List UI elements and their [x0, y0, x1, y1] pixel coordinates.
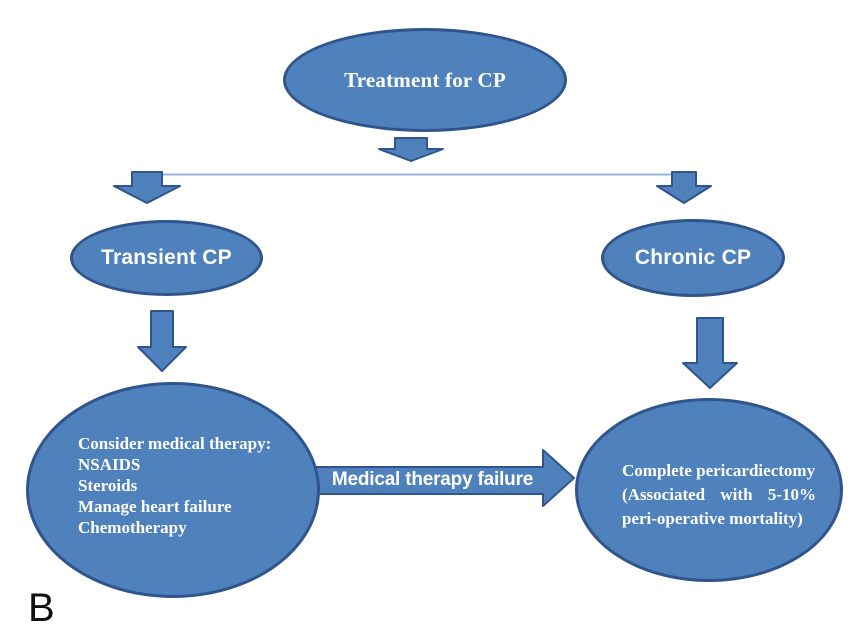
node-medical-therapy-text: Consider medical therapy: NSAIDS Steroid…: [78, 433, 271, 538]
node-treatment-for-cp: Treatment for CP: [283, 28, 567, 132]
medical-therapy-line: Chemotherapy: [78, 518, 187, 537]
pericardiectomy-line: (Associated with 5-10%: [622, 485, 816, 504]
down-arrow-right-branch-icon: [656, 171, 712, 204]
node-pericardiectomy: Complete pericardiectomy (Associated wit…: [575, 398, 843, 582]
medical-therapy-line: Steroids: [78, 476, 138, 495]
node-treatment-for-cp-label: Treatment for CP: [344, 67, 506, 92]
node-medical-therapy: Consider medical therapy: NSAIDS Steroid…: [26, 382, 320, 598]
medical-therapy-line: NSAIDS: [78, 455, 141, 474]
node-pericardiectomy-text: Complete pericardiectomy (Associated wit…: [622, 459, 816, 531]
down-arrow-root-icon: [378, 137, 444, 162]
medical-therapy-line: Manage heart failure: [78, 497, 232, 516]
node-transient-cp: Transient CP: [70, 220, 263, 296]
down-arrow-left-branch-icon: [113, 171, 181, 204]
failure-arrow-label: Medical therapy failure: [331, 469, 534, 490]
node-transient-cp-label: Transient CP: [101, 246, 232, 269]
down-arrow-transient-icon: [137, 310, 187, 372]
failure-arrow-icon: [299, 449, 575, 507]
pericardiectomy-line: Complete pericardiectomy: [622, 461, 816, 480]
node-chronic-cp: Chronic CP: [601, 219, 785, 297]
figure-panel-label: B: [28, 586, 55, 630]
medical-therapy-line: Consider medical therapy:: [78, 434, 272, 453]
node-chronic-cp-label: Chronic CP: [634, 246, 752, 269]
pericardiectomy-line: peri-operative mortality): [622, 509, 803, 528]
down-arrow-chronic-icon: [682, 317, 738, 389]
